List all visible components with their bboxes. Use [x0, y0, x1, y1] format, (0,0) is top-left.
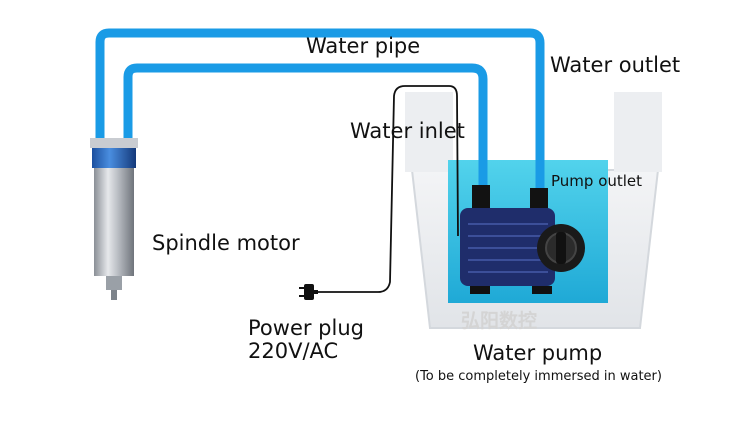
water-pump-label: Water pump: [473, 341, 603, 365]
pump-outlet-label: Pump outlet: [551, 172, 643, 190]
water-pump-icon: [460, 185, 585, 294]
power-cable: [316, 85, 459, 293]
spindle-motor-label: Spindle motor: [152, 231, 300, 255]
power-voltage-label: 220V/AC: [248, 339, 339, 363]
water-inlet-label: Water inlet: [350, 119, 465, 143]
power-plug-icon: [299, 284, 318, 300]
water-pump-note: (To be completely immersed in water): [415, 369, 662, 384]
water-pipe-label: Water pipe: [306, 34, 421, 58]
power-plug-label: Power plug: [248, 316, 364, 340]
watermark: 弘阳数控: [461, 310, 538, 332]
water-outlet-label: Water outlet: [550, 53, 681, 77]
spindle-motor-icon: [90, 138, 138, 300]
water-pipe: [95, 28, 545, 195]
